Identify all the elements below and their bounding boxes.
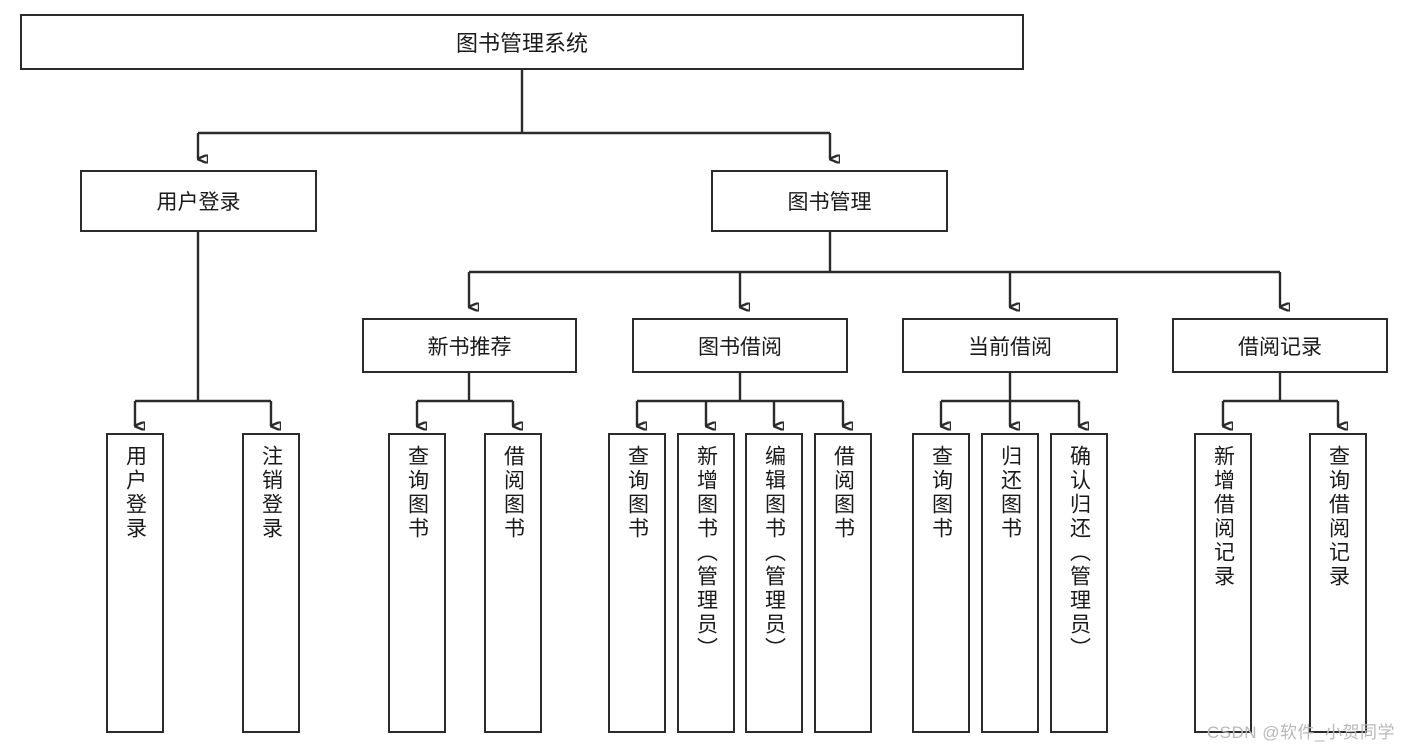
- watermark: CSDN @软件_小贺同学: [1206, 723, 1395, 742]
- leaf-book-borrow-0[interactable]: 查询图书: [608, 433, 666, 733]
- node-user-login[interactable]: 用户登录: [80, 170, 317, 232]
- leaf-label: 查询借阅记录: [1326, 445, 1350, 589]
- leaf-book-borrow-1[interactable]: 新增图书（管理员）: [677, 433, 735, 733]
- leaf-borrow-record-1[interactable]: 查询借阅记录: [1309, 433, 1367, 733]
- leaf-book-borrow-2[interactable]: 编辑图书（管理员）: [745, 433, 803, 733]
- leaf-current-borrow-2[interactable]: 确认归还（管理员）: [1050, 433, 1108, 733]
- leaf-label: 新增借阅记录: [1211, 445, 1235, 589]
- node-book-management[interactable]: 图书管理: [711, 170, 948, 232]
- node-current-borrow-label: 当前借阅: [968, 335, 1052, 359]
- leaf-new-book-1[interactable]: 借阅图书: [484, 433, 542, 733]
- leaf-user-login-0[interactable]: 用户登录: [106, 433, 164, 733]
- leaf-book-borrow-3[interactable]: 借阅图书: [814, 433, 872, 733]
- node-root-label: 图书管理系统: [455, 31, 588, 56]
- leaf-label: 用户登录: [123, 445, 147, 541]
- node-new-book-recommend[interactable]: 新书推荐: [362, 318, 577, 373]
- node-borrow-record[interactable]: 借阅记录: [1172, 318, 1388, 373]
- leaf-label: 确认归还（管理员）: [1067, 445, 1091, 661]
- leaf-user-login-1[interactable]: 注销登录: [242, 433, 300, 733]
- node-book-borrow[interactable]: 图书借阅: [632, 318, 848, 373]
- leaf-label: 借阅图书: [831, 445, 855, 541]
- node-borrow-record-label: 借阅记录: [1238, 335, 1322, 359]
- leaf-new-book-0[interactable]: 查询图书: [388, 433, 446, 733]
- node-new-book-recommend-label: 新书推荐: [427, 335, 512, 359]
- leaf-label: 注销登录: [259, 445, 283, 541]
- node-root[interactable]: 图书管理系统: [20, 14, 1024, 70]
- node-book-borrow-label: 图书借阅: [698, 335, 782, 359]
- leaf-label: 编辑图书（管理员）: [762, 445, 786, 661]
- leaf-label: 归还图书: [998, 445, 1022, 541]
- leaf-borrow-record-0[interactable]: 新增借阅记录: [1194, 433, 1252, 733]
- leaf-label: 新增图书（管理员）: [694, 445, 718, 661]
- leaf-label: 查询图书: [625, 445, 649, 541]
- node-current-borrow[interactable]: 当前借阅: [902, 318, 1118, 373]
- node-book-management-label: 图书管理: [787, 191, 872, 214]
- leaf-current-borrow-1[interactable]: 归还图书: [981, 433, 1039, 733]
- leaf-label: 查询图书: [929, 445, 953, 541]
- node-user-login-label: 用户登录: [156, 191, 241, 214]
- leaf-label: 借阅图书: [501, 445, 525, 541]
- leaf-current-borrow-0[interactable]: 查询图书: [912, 433, 970, 733]
- leaf-label: 查询图书: [405, 445, 429, 541]
